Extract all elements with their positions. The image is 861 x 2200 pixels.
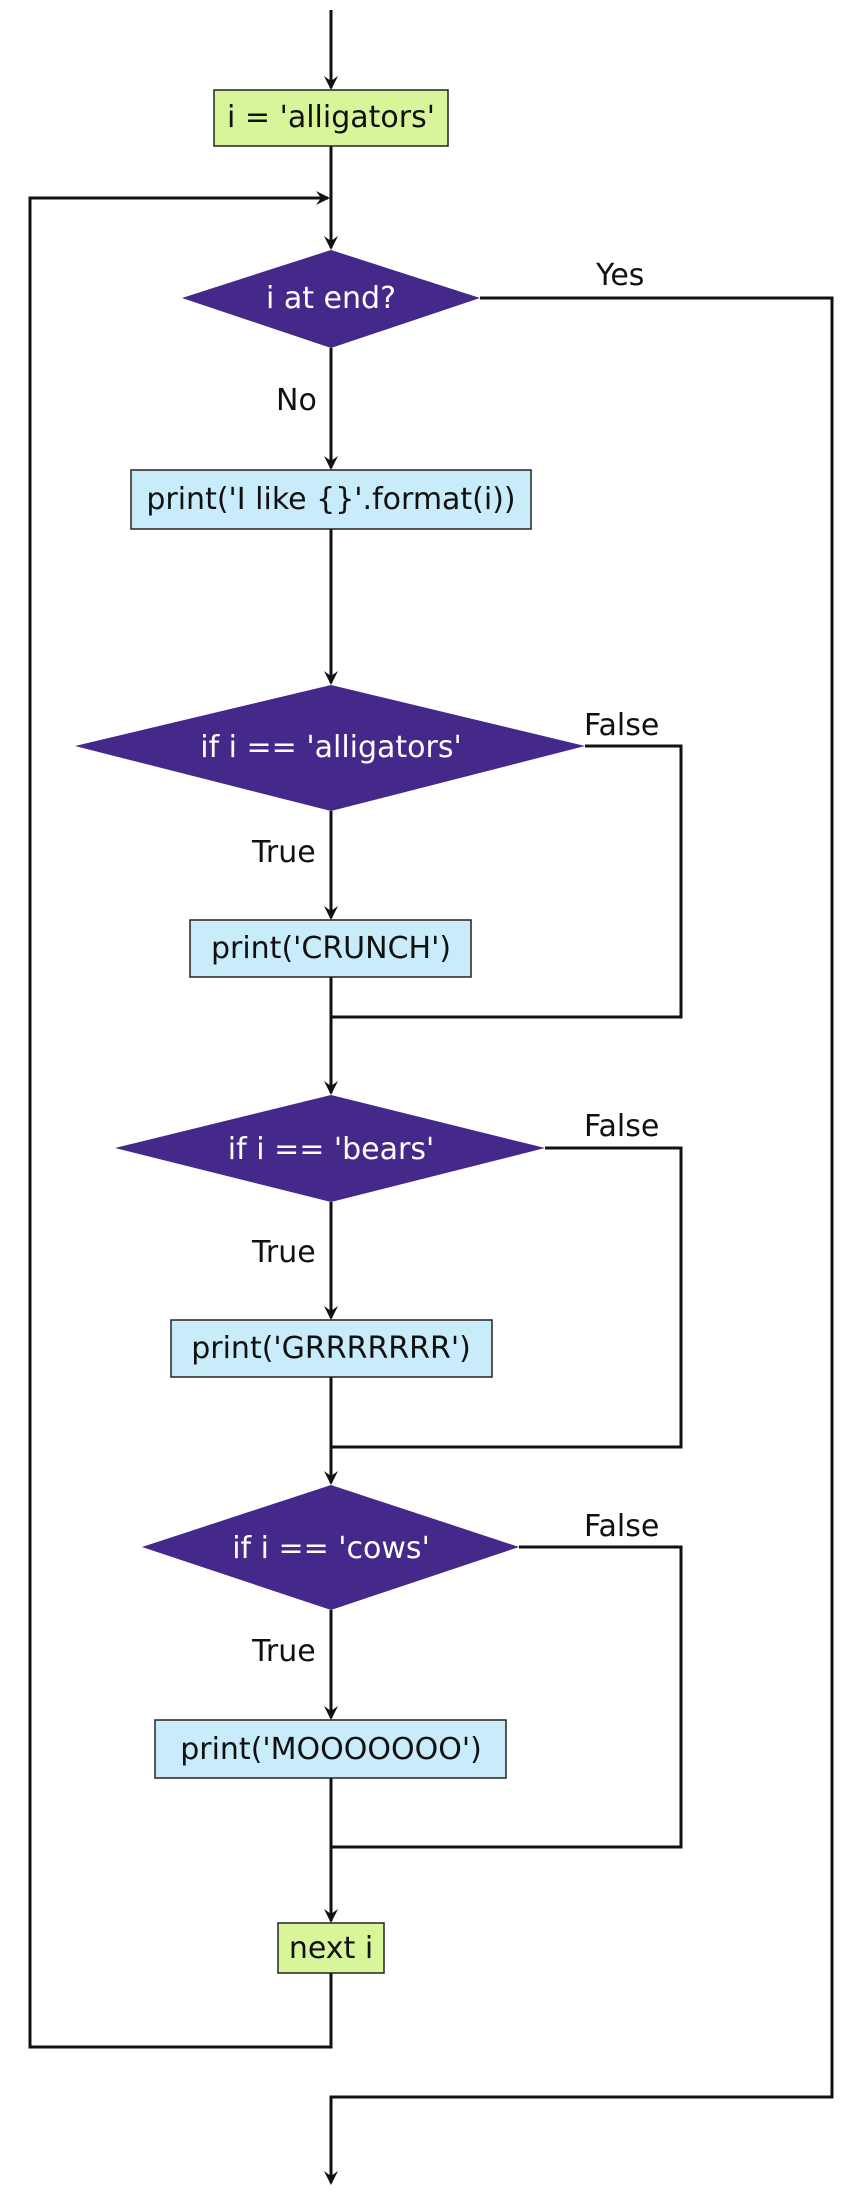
if-alligators-node: if i == 'alligators' [75, 685, 585, 811]
loop-check-node: i at end? [182, 250, 480, 348]
edge-label-true-2: True [251, 1235, 316, 1270]
init-node: i = 'alligators' [213, 89, 449, 147]
edge-yes-exit [324, 296, 834, 2185]
edge-label-false-1: False [584, 708, 659, 743]
grrr-node: print('GRRRRRRR') [170, 1319, 493, 1378]
edge-label-true-3: True [251, 1634, 316, 1669]
next-label: next i [289, 1931, 373, 1966]
edge-label-true-1: True [251, 835, 316, 870]
edge-label-false-3: False [584, 1509, 659, 1544]
edge-label-no: No [276, 383, 317, 418]
grrr-label: print('GRRRRRRR') [191, 1331, 471, 1366]
if-cows-node: if i == 'cows' [142, 1485, 519, 1610]
next-node: next i [277, 1922, 385, 1974]
print-like-label: print('I like {}'.format(i)) [146, 482, 515, 517]
if-bears-node: if i == 'bears' [115, 1095, 545, 1202]
if-cows-label: if i == 'cows' [232, 1531, 430, 1566]
moo-node: print('MOOOOOOO') [154, 1719, 507, 1779]
if-bears-label: if i == 'bears' [228, 1132, 434, 1167]
moo-label: print('MOOOOOOO') [180, 1732, 482, 1767]
crunch-node: print('CRUNCH') [189, 919, 472, 978]
edge-false-2 [331, 1146, 683, 1449]
crunch-label: print('CRUNCH') [211, 931, 451, 966]
init-label: i = 'alligators' [227, 100, 435, 135]
edge-false-3 [331, 1545, 683, 1849]
loop-check-label: i at end? [266, 281, 396, 316]
edge-false-1 [331, 744, 683, 1019]
edge-label-yes: Yes [595, 258, 644, 293]
edge-loop-back [28, 191, 333, 2049]
if-alligators-label: if i == 'alligators' [200, 730, 462, 765]
print-like-node: print('I like {}'.format(i)) [130, 469, 532, 530]
edge-label-false-2: False [584, 1109, 659, 1144]
